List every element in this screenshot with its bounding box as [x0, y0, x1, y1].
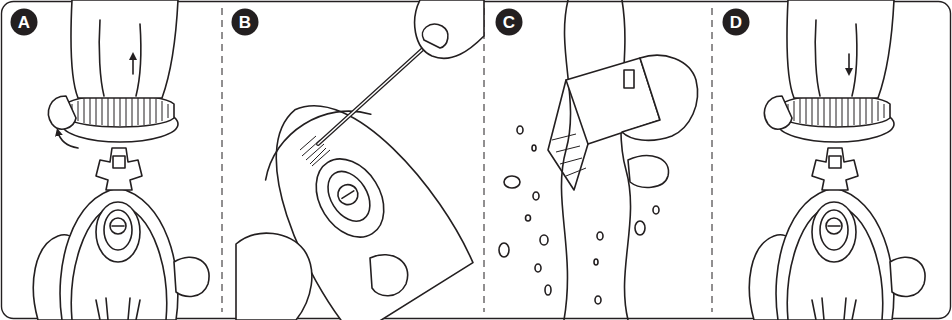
- panel-divider: [484, 8, 485, 312]
- step-letter: D: [722, 8, 750, 36]
- step-letter: C: [495, 8, 523, 36]
- water-stream: [561, 0, 570, 320]
- cutter-edge: [548, 80, 588, 190]
- panel-a-illustration: [33, 0, 209, 320]
- hand-lower: [236, 233, 312, 320]
- water-droplets: [499, 243, 509, 257]
- body-oval-inner: [319, 164, 378, 229]
- water-droplets: [499, 126, 659, 304]
- thumb: [370, 255, 408, 296]
- hand-upper: [415, 0, 484, 58]
- lift-arrow: [132, 56, 134, 74]
- twist-arrow: [58, 132, 78, 148]
- water-droplets: [653, 206, 659, 214]
- panel-b-illustration: [233, 0, 484, 320]
- press-arrow: [848, 54, 850, 72]
- water-droplets: [533, 192, 539, 200]
- step-badge: C: [495, 8, 523, 36]
- water-droplets: [635, 221, 645, 235]
- badge-circle: [496, 9, 523, 36]
- water-droplets: [526, 215, 531, 221]
- badge-circle: [11, 9, 38, 36]
- thumb: [628, 156, 668, 188]
- shaver-body: [233, 71, 476, 320]
- water-droplets: [597, 232, 603, 240]
- shaver-scene: [33, 0, 209, 320]
- step-letter: A: [10, 8, 38, 36]
- finger: [422, 24, 448, 48]
- lock-slot: [342, 191, 354, 198]
- badge-circle: [723, 9, 750, 36]
- brush-bristles: [300, 136, 330, 166]
- step-badge: D: [722, 8, 750, 36]
- step-letter: B: [231, 8, 259, 36]
- lock-knob: [334, 181, 362, 209]
- badge-circle: [232, 9, 259, 36]
- panel-d-illustration: [749, 0, 925, 320]
- water-droplets: [517, 126, 523, 134]
- panel-c-illustration: [499, 0, 698, 320]
- water-droplets: [594, 259, 598, 265]
- water-droplets: [545, 285, 551, 295]
- step-badge: B: [231, 8, 259, 36]
- panel-divider: [712, 8, 713, 312]
- cutter-pin: [624, 70, 634, 88]
- water-droplets: [535, 264, 541, 272]
- panel-divider: [222, 8, 223, 312]
- shaver-scene: [749, 0, 925, 320]
- water-droplets: [504, 176, 520, 188]
- cutter-teeth: [552, 134, 586, 176]
- hand: [622, 55, 698, 140]
- water-droplets: [540, 235, 548, 245]
- step-badge: A: [10, 8, 38, 36]
- water-droplets: [532, 145, 536, 151]
- water-droplets: [595, 296, 601, 304]
- shaver-body-tilted: [233, 71, 476, 320]
